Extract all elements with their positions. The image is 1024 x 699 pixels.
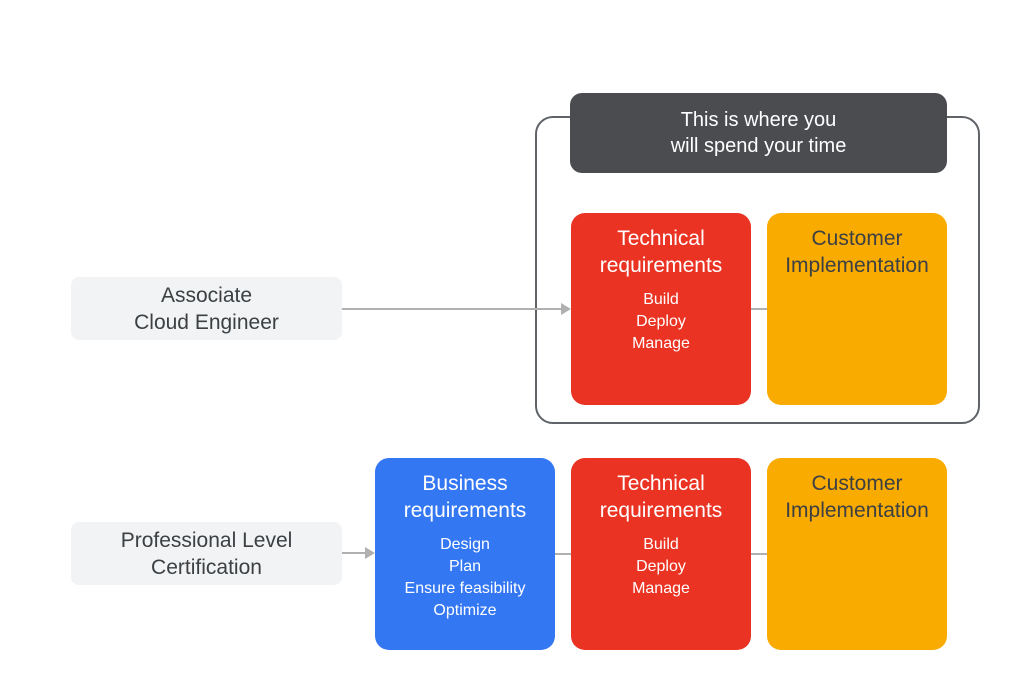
row2-business-item: Design [440, 536, 490, 553]
row2-technical-item: Manage [632, 580, 690, 597]
row2-business-item: Ensure feasibility [404, 580, 526, 597]
row2-customer-card: Customer Implementation [767, 458, 947, 650]
row2-business-items: Design Plan Ensure feasibility Optimize [405, 534, 526, 622]
row2-business-item: Optimize [433, 602, 497, 619]
row2-business-title-2: requirements [403, 499, 527, 522]
row1-customer-title-2: Implementation [785, 254, 929, 277]
row1-customer-title-1: Customer [811, 227, 903, 250]
row2-customer-title-1: Customer [811, 472, 903, 495]
row2-business-item: Plan [448, 558, 481, 575]
professional-line-2: Certification [151, 555, 262, 579]
professional-label: Professional Level Certification [71, 522, 342, 585]
row2-business-card: Business requirements Design Plan Ensure… [375, 458, 555, 650]
row1-technical-item: Deploy [636, 313, 686, 330]
row2-technical-items: Build Deploy Manage [632, 534, 690, 600]
banner-line-1: This is where you [680, 109, 837, 131]
row2-business-title-1: Business [422, 472, 508, 495]
associate-arrowhead-icon [561, 303, 571, 315]
row1-connector [751, 308, 767, 310]
row2-business-title: Business requirements [404, 470, 527, 524]
focus-banner: This is where you will spend your time [570, 93, 947, 173]
row2-technical-title-2: requirements [599, 499, 723, 522]
associate-line-1: Associate [160, 283, 253, 307]
row2-technical-item: Deploy [636, 558, 686, 575]
row1-technical-item: Manage [632, 335, 690, 352]
professional-line-1: Professional Level [120, 528, 293, 552]
associate-label: Associate Cloud Engineer [71, 277, 342, 340]
row1-customer-card: Customer Implementation [767, 213, 947, 405]
row2-customer-title-2: Implementation [785, 499, 929, 522]
banner-line-2: will spend your time [670, 135, 847, 157]
row1-customer-title: Customer Implementation [785, 225, 929, 279]
row1-technical-card: Technical requirements Build Deploy Mana… [571, 213, 751, 405]
row2-technical-item: Build [643, 536, 679, 553]
associate-arrow-line [342, 308, 562, 310]
professional-arrow-line [342, 552, 366, 554]
row1-technical-title: Technical requirements [600, 225, 723, 279]
row1-technical-title-1: Technical [617, 227, 705, 250]
row2-technical-title: Technical requirements [600, 470, 723, 524]
row2-technical-title-1: Technical [617, 472, 705, 495]
row2-connector-1 [555, 553, 571, 555]
row1-technical-item: Build [643, 291, 679, 308]
row2-connector-2 [751, 553, 767, 555]
row1-technical-title-2: requirements [599, 254, 723, 277]
row2-customer-title: Customer Implementation [785, 470, 929, 524]
row1-technical-items: Build Deploy Manage [632, 289, 690, 355]
professional-arrowhead-icon [365, 547, 375, 559]
associate-line-2: Cloud Engineer [134, 310, 279, 334]
row2-technical-card: Technical requirements Build Deploy Mana… [571, 458, 751, 650]
